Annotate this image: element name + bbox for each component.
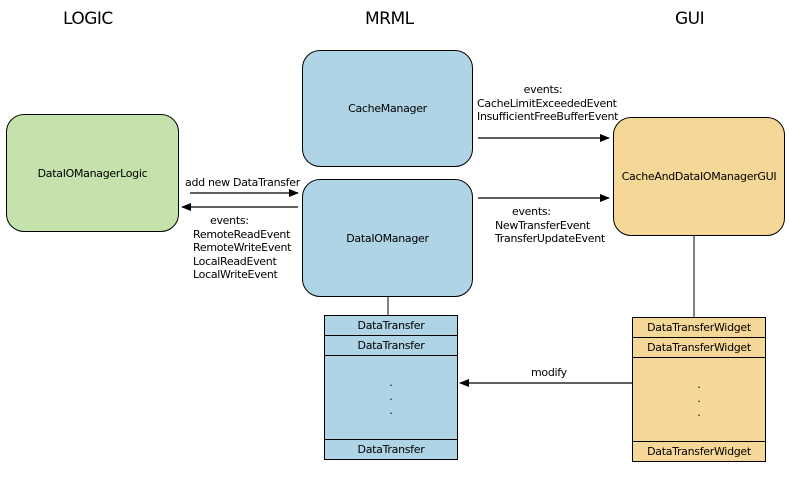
datatransfer-item[interactable]: DataTransfer [325, 316, 457, 336]
datatransferwidget-item[interactable]: DataTransferWidget [633, 318, 765, 338]
datatransferwidget-item-last[interactable]: DataTransferWidget [633, 441, 765, 461]
datatransfer-list: DataTransfer DataTransfer . . . DataTran… [324, 315, 458, 460]
edge-label-modify: modify [531, 366, 567, 379]
datatransfer-item-last[interactable]: DataTransfer [325, 439, 457, 459]
datatransfer-item[interactable]: DataTransfer [325, 336, 457, 356]
node-cachemanager[interactable]: CacheManager [302, 50, 473, 167]
ellipsis: . . . [697, 378, 701, 419]
ellipsis: . . . [389, 376, 393, 417]
datatransferwidget-item[interactable]: DataTransferWidget [633, 338, 765, 358]
node-dataiomanagerlogic[interactable]: DataIOManagerLogic [6, 114, 179, 232]
datatransferwidget-list: DataTransferWidget DataTransferWidget . … [632, 317, 766, 462]
edge-label-io-gui-events: events: NewTransferEvent TransferUpdateE… [495, 205, 605, 245]
column-heading-gui: GUI [675, 9, 705, 29]
node-dataiomanager[interactable]: DataIOManager [302, 179, 473, 297]
node-cacheanddataiomanagergui[interactable]: CacheAndDataIOManagerGUI [613, 117, 785, 236]
column-heading-mrml: MRML [365, 9, 414, 29]
node-label: CacheAndDataIOManagerGUI [621, 170, 777, 183]
node-label: DataIOManagerLogic [37, 166, 148, 180]
edge-label-add-new-datatransfer: add new DataTransfer [185, 176, 300, 189]
edge-label-cache-events: events: CacheLimitExceededEvent Insuffic… [477, 83, 619, 123]
edge-label-logic-events: events: RemoteReadEvent RemoteWriteEvent… [193, 214, 292, 281]
node-label: DataIOManager [346, 231, 429, 245]
column-heading-logic: LOGIC [63, 9, 113, 29]
node-label: CacheManager [348, 102, 427, 115]
